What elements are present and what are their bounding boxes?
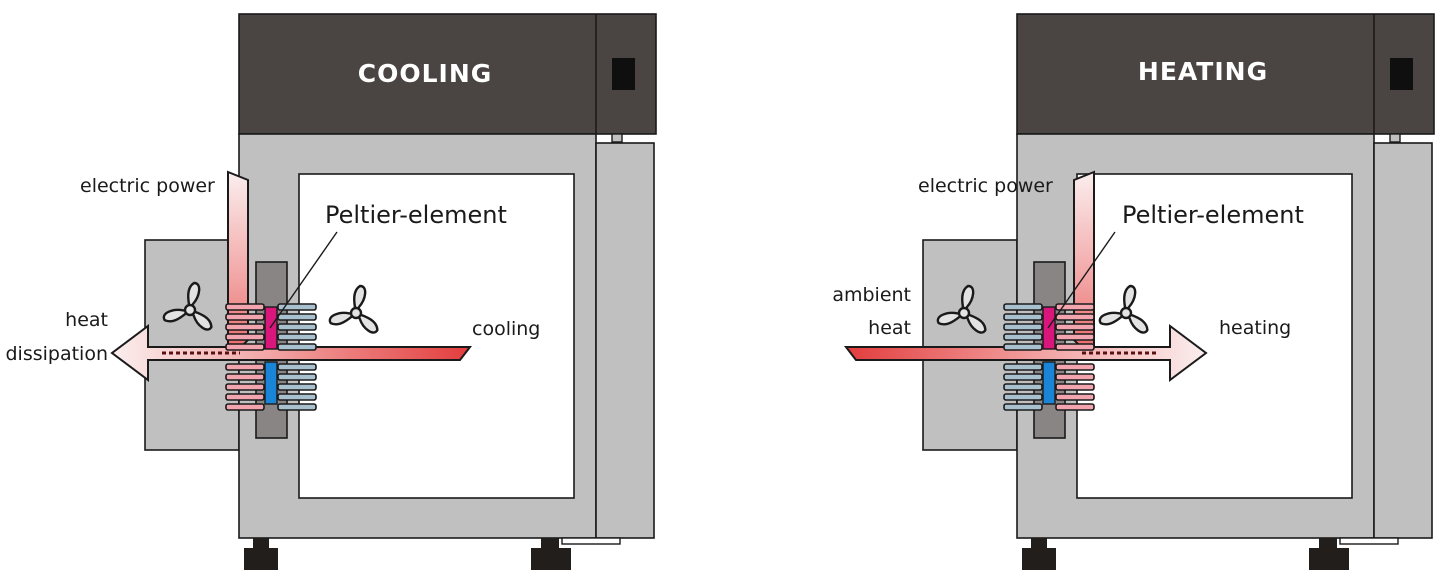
label-electric-power: electric power bbox=[80, 175, 215, 197]
label-left-2: heat bbox=[868, 317, 911, 339]
heating-panel: HEATING electric power Peltier-element a… bbox=[832, 13, 1435, 571]
label-left-2: dissipation bbox=[5, 343, 108, 365]
peltier-element-icon bbox=[264, 361, 278, 405]
label-left-1: ambient bbox=[832, 284, 911, 306]
peltier-element-icon bbox=[1042, 306, 1056, 350]
label-right: cooling bbox=[472, 318, 540, 340]
panel-title: COOLING bbox=[358, 59, 493, 88]
peltier-element-icon bbox=[1042, 361, 1056, 405]
panel-title: HEATING bbox=[1138, 57, 1268, 86]
label-electric-power: electric power bbox=[918, 175, 1053, 197]
pointer-line bbox=[1047, 231, 1116, 329]
label-peltier-element: Peltier-element bbox=[1122, 201, 1304, 229]
pointer-line bbox=[269, 231, 338, 329]
heat-flow-arrow-icon bbox=[110, 324, 473, 382]
label-left-1: heat bbox=[65, 309, 108, 331]
cooling-panel: COOLING electric power Peltier-element h… bbox=[5, 13, 657, 571]
cabinet-housing bbox=[922, 13, 1435, 571]
label-peltier-element: Peltier-element bbox=[325, 201, 507, 229]
label-right: heating bbox=[1219, 317, 1291, 339]
peltier-element-icon bbox=[264, 306, 278, 350]
cabinet-housing bbox=[144, 13, 657, 571]
heat-flow-arrow-icon bbox=[843, 324, 1208, 382]
